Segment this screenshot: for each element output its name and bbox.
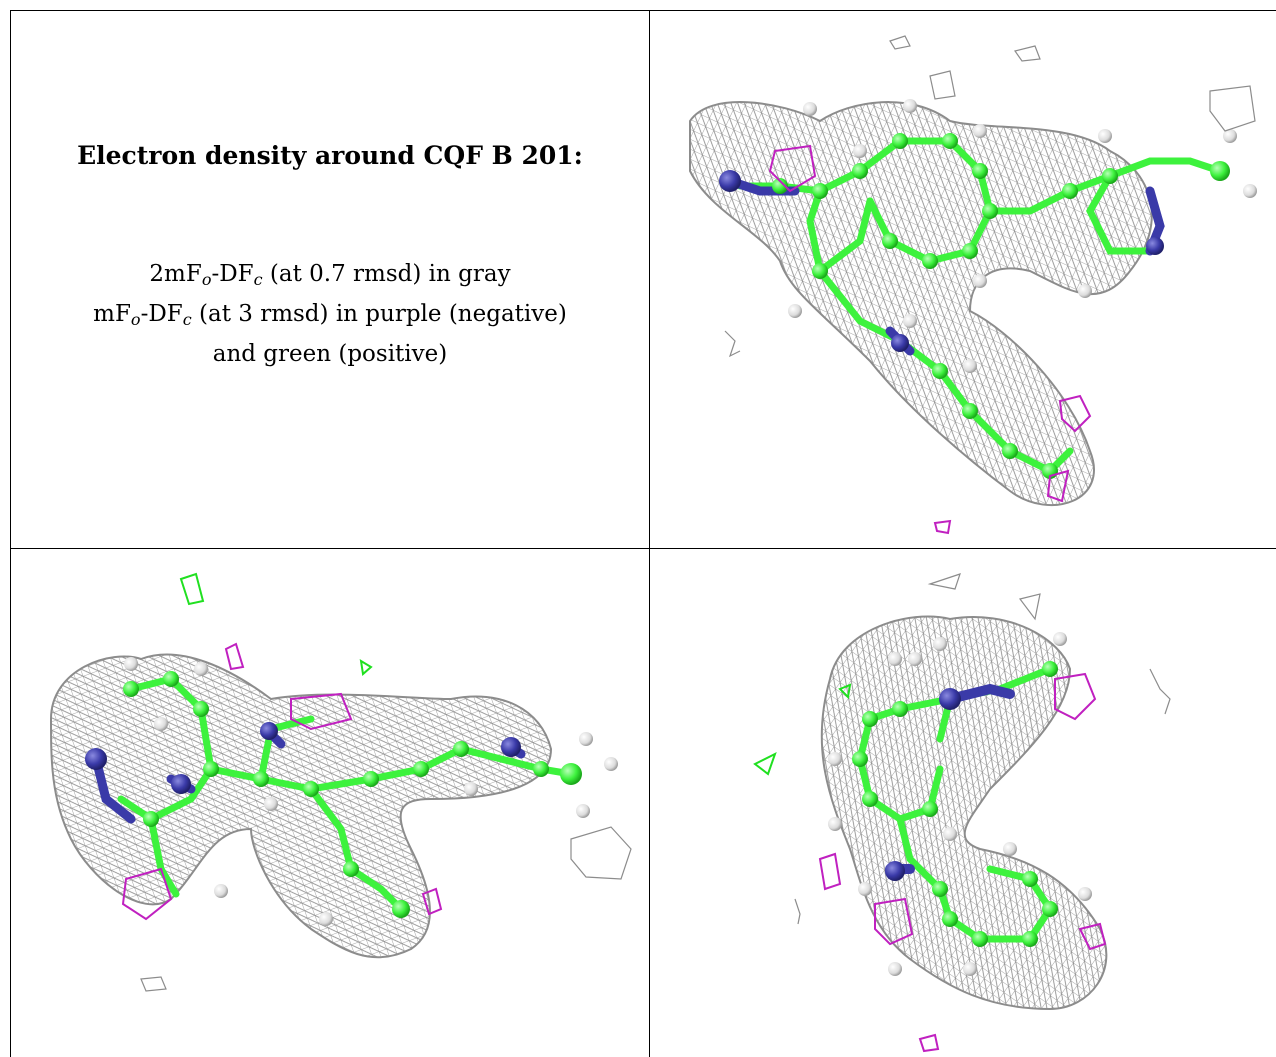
caption-cell: Electron density around CQF B 201: 2mFo-… <box>11 11 649 548</box>
view-top-right <box>650 11 1276 548</box>
legend-line-colors: and green (positive) <box>212 341 448 367</box>
figure-title: Electron density around CQF B 201: <box>77 141 583 170</box>
density-mesh <box>820 615 1108 1011</box>
legend-line-2fofc: 2mFo-DFc (at 0.7 rmsd) in gray <box>11 257 649 297</box>
view-bottom-right <box>650 549 1276 1057</box>
grid-border-top <box>10 10 1276 11</box>
legend-text: 2mF <box>149 261 202 287</box>
map-legend: 2mFo-DFc (at 0.7 rmsd) in gray mFo-DFc (… <box>11 257 649 371</box>
figure-grid: Electron density around CQF B 201: 2mFo-… <box>10 10 1276 1057</box>
legend-text: mF <box>93 301 131 327</box>
molecule-render <box>49 572 632 992</box>
legend-subscript: c <box>253 270 263 289</box>
grid-divider-horizontal <box>10 548 1276 549</box>
molecule-render <box>753 573 1171 1053</box>
legend-subscript: o <box>130 310 141 329</box>
grid-border-left <box>10 10 11 1057</box>
view-bottom-left <box>11 549 649 1057</box>
legend-text: -DF <box>211 261 254 287</box>
legend-subscript: c <box>182 310 192 329</box>
legend-subscript: o <box>201 270 212 289</box>
legend-line-fofc: mFo-DFc (at 3 rmsd) in purple (negative) <box>11 297 649 337</box>
density-mesh <box>689 101 1153 507</box>
grid-divider-vertical <box>649 10 650 1057</box>
legend-text: (at 0.7 rmsd) in gray <box>262 261 511 287</box>
molecule-render <box>689 35 1257 535</box>
legend-text: (at 3 rmsd) in purple (negative) <box>191 301 567 327</box>
legend-text: -DF <box>140 301 183 327</box>
